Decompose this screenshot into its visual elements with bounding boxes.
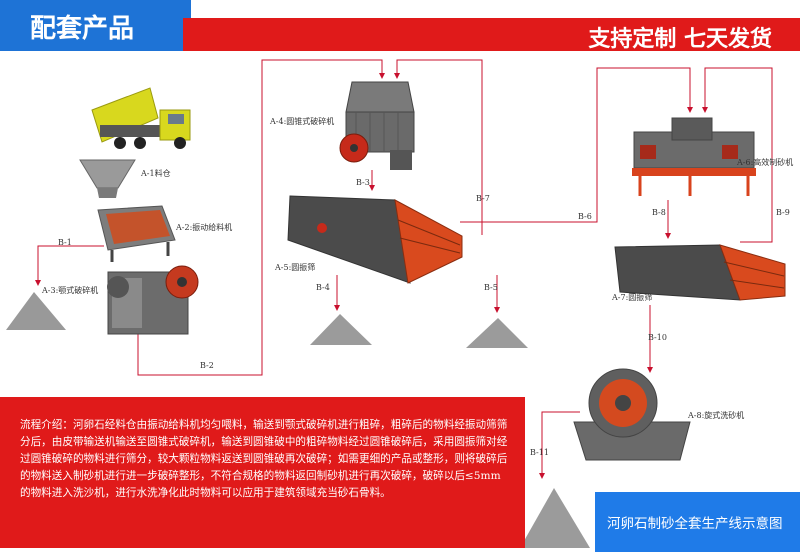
label-b11: B-11 xyxy=(530,448,549,457)
label-b6: B-6 xyxy=(578,212,592,221)
sand-washer-icon xyxy=(573,368,691,461)
label-a2-feeder: A-2:振动给料机 xyxy=(176,223,233,232)
sand-pile-4-icon xyxy=(520,488,590,548)
flow-line-b1 xyxy=(35,245,104,286)
label-b9: B-9 xyxy=(776,208,790,217)
flow-line-b9 xyxy=(702,67,773,243)
vibrating-screen-a7-icon xyxy=(614,244,786,301)
header-slogan: 支持定制 七天发货 xyxy=(588,27,772,52)
sand-pile-1-icon xyxy=(6,292,66,330)
process-description-panel: 流程介绍：河卵石经料仓由振动给料机均匀喂料，输送到颚式破碎机进行粗碎，粗碎后的物… xyxy=(0,397,525,548)
process-description: 流程介绍：河卵石经料仓由振动给料机均匀喂料，输送到颚式破碎机进行粗碎，粗碎后的物… xyxy=(20,419,508,499)
header-slogan-bar: 支持定制 七天发货 xyxy=(183,18,800,52)
diagram-caption: 河卵石制砂全套生产线示意图 xyxy=(607,516,783,532)
cone-crusher-icon xyxy=(339,81,415,170)
vibrating-screen-a5-icon xyxy=(287,195,463,284)
label-a8-sand-washer: A-8:旋式洗砂机 xyxy=(688,411,745,420)
page-title: 配套产品 xyxy=(30,14,135,44)
label-a1-hopper: A-1料仓 xyxy=(141,169,171,178)
flow-line-b7 xyxy=(394,59,483,235)
label-a7-screen: A-7:圆振筛 xyxy=(612,293,653,302)
flow-line-b2 xyxy=(137,59,385,376)
label-a3-jaw-crusher: A-3:颚式破碎机 xyxy=(42,286,99,295)
sand-pile-2-icon xyxy=(310,314,372,345)
header-title-bar: 配套产品 xyxy=(0,0,183,51)
flow-line-b6 xyxy=(460,67,693,223)
sand-making-machine-icon xyxy=(632,117,756,196)
label-b3: B-3 xyxy=(356,178,370,187)
label-b1: B-1 xyxy=(58,238,72,247)
jaw-crusher-icon xyxy=(107,265,199,335)
label-b4: B-4 xyxy=(316,283,330,292)
flow-line-b11 xyxy=(539,411,580,479)
label-b2: B-2 xyxy=(200,361,214,370)
label-a5-screen: A-5:圆振筛 xyxy=(275,263,316,272)
label-a6-sand-maker: A-6:高效制砂机 xyxy=(737,158,794,167)
label-a4-cone-crusher: A-4:圆锥式破碎机 xyxy=(270,117,335,126)
label-b8: B-8 xyxy=(652,208,666,217)
label-b10: B-10 xyxy=(648,333,667,342)
feed-hopper-icon xyxy=(79,159,136,198)
diagram-caption-box: 河卵石制砂全套生产线示意图 xyxy=(595,492,800,552)
label-b7: B-7 xyxy=(476,194,490,203)
vibrating-feeder-icon xyxy=(97,205,176,262)
sand-pile-3-icon xyxy=(466,318,528,348)
dump-truck-icon xyxy=(91,87,191,149)
label-b5: B-5 xyxy=(484,283,498,292)
header-notch xyxy=(183,0,191,18)
